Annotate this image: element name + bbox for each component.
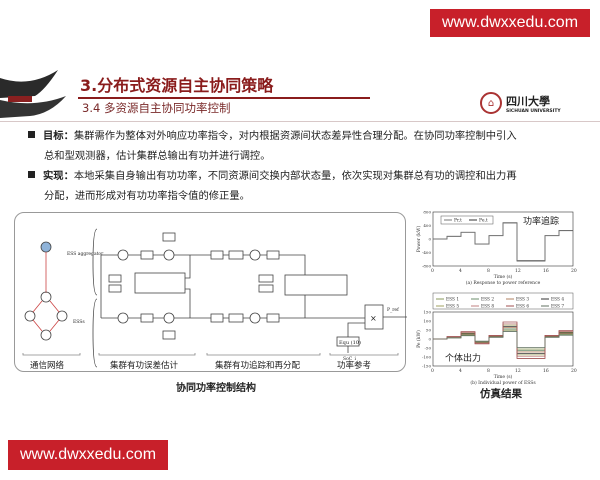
y-tick-label: 0 — [428, 337, 431, 342]
bullet-square-icon — [28, 131, 35, 138]
legend-label: ESS 5 — [446, 305, 459, 310]
seal-icon: ⌂ — [480, 92, 502, 114]
plot-caption: (a) Response to power reference — [466, 279, 541, 286]
legend-label: Pe,t — [479, 218, 488, 224]
diagram-caption: 协同功率控制结构 — [176, 383, 256, 394]
watermark-bottom: www.dwxxedu.com — [8, 440, 168, 470]
section-label: 功率参考 — [337, 360, 371, 371]
aggregator-label: ESS aggregator — [67, 251, 104, 257]
power-reference-block: × Equ (10) SoC_i P_ref — [336, 304, 407, 362]
page-title: 3.分布式资源自主协同策略 — [80, 76, 274, 95]
y-tick-label: 50 — [426, 328, 432, 333]
legend-label: ESS 1 — [446, 298, 459, 303]
y-tick-label: -800 — [422, 264, 431, 269]
y-tick-label: 400 — [423, 223, 431, 228]
y-tick-label: -400 — [422, 250, 431, 255]
plot-frame — [432, 311, 574, 367]
multiply-label: × — [370, 314, 377, 323]
y-axis-label: Pe (kW) — [415, 330, 422, 348]
bullet-text: 总和型观测器，估计集群总输出有功并进行调控。 — [44, 150, 271, 162]
x-tick-label: 4 — [459, 368, 462, 374]
legend-box — [440, 215, 494, 225]
legend-label: ESS 2 — [481, 298, 494, 303]
legend-box — [432, 292, 574, 310]
header-rule — [0, 121, 600, 122]
x-tick-label: 4 — [459, 268, 462, 274]
title-divider — [78, 97, 370, 99]
legend-label: ESS 3 — [516, 298, 529, 303]
legend-label: ESS 7 — [551, 305, 564, 310]
bullet-text: 集群需作为整体对外响应功率指令，对内根据资源间状态差异性合理分配。在协同功率控制… — [73, 130, 517, 142]
data-series-line — [433, 331, 573, 349]
bullet-label: 目标： — [43, 130, 74, 142]
equation-label: Equ (10) — [339, 339, 361, 346]
data-series-line — [433, 222, 573, 261]
legend-label: ESS 8 — [481, 305, 494, 310]
section-label: 集群有功误差估计 — [110, 360, 179, 371]
x-tick-label: 16 — [543, 368, 549, 374]
bullet-implementation: 实现：本地采集自身输出有功功率，不同资源间交换内部状态量，依次实现对集群总有功的… — [28, 166, 588, 206]
y-tick-label: 150 — [423, 310, 431, 315]
roof-decoration-icon — [0, 70, 66, 118]
x-axis-label: Time (s) — [494, 273, 513, 280]
communication-network — [24, 241, 68, 341]
x-tick-label: 8 — [487, 268, 490, 274]
bullet-label: 实现： — [43, 170, 74, 182]
section-label: 集群有功追踪和再分配 — [215, 360, 301, 371]
error-estimation-block — [100, 232, 205, 340]
plot-caption: (b) Individual power of ESSs — [470, 379, 536, 386]
soc-label: SoC_i — [343, 356, 356, 362]
plot-annotation: 个体出力 — [445, 352, 481, 364]
bullet-text: 分配，进而形成对有功功率指令值的修正量。 — [44, 190, 250, 202]
legend-label: ESS 6 — [516, 305, 529, 310]
y-tick-label: 0 — [428, 237, 431, 242]
x-axis-label: Time (s) — [494, 373, 513, 380]
x-tick-label: 20 — [571, 268, 577, 274]
esss-label: ESSs — [73, 319, 85, 325]
plot-annotation: 功率追踪 — [523, 215, 559, 227]
university-logo: ⌂ 四川大學 SICHUAN UNIVERSITY — [480, 92, 561, 114]
bullet-goal: 目标：集群需作为整体对外响应功率指令，对内根据资源间状态差异性合理分配。在协同功… — [28, 126, 588, 166]
logo-en: SICHUAN UNIVERSITY — [506, 108, 561, 114]
data-series-line — [433, 321, 573, 359]
control-structure-diagram: ESS aggregator ESSs × Equ (10) SoC_i P_r… — [14, 212, 407, 372]
section-label: 通信网络 — [30, 360, 65, 371]
legend-label: Pr,t — [454, 218, 462, 224]
x-tick-label: 16 — [543, 268, 549, 274]
y-tick-label: 100 — [423, 319, 431, 324]
y-tick-label: 800 — [423, 210, 431, 215]
tracking-redistribution-block — [205, 249, 360, 324]
x-tick-label: 20 — [571, 368, 577, 374]
pref-label: P_ref — [387, 307, 399, 313]
bullet-square-icon — [28, 171, 35, 178]
y-tick-label: -150 — [422, 364, 431, 369]
legend-label: ESS 4 — [551, 298, 564, 303]
watermark-top: www.dwxxedu.com — [430, 9, 590, 37]
x-tick-label: 0 — [431, 368, 434, 374]
bullet-text: 本地采集自身输出有功功率，不同资源间交换内部状态量，依次实现对集群总有功的调控和… — [73, 170, 517, 182]
x-tick-label: 12 — [515, 268, 521, 274]
x-tick-label: 8 — [487, 368, 490, 374]
logo-cn: 四川大學 — [506, 94, 550, 108]
y-axis-label: Power (kW) — [415, 225, 422, 252]
x-tick-label: 0 — [431, 268, 434, 274]
results-caption: 仿真结果 — [480, 388, 522, 400]
x-tick-label: 12 — [515, 368, 521, 374]
y-tick-label: -50 — [425, 346, 432, 351]
page-subtitle: 3.4 多资源自主协同功率控制 — [82, 101, 231, 115]
y-tick-label: -100 — [422, 355, 431, 360]
